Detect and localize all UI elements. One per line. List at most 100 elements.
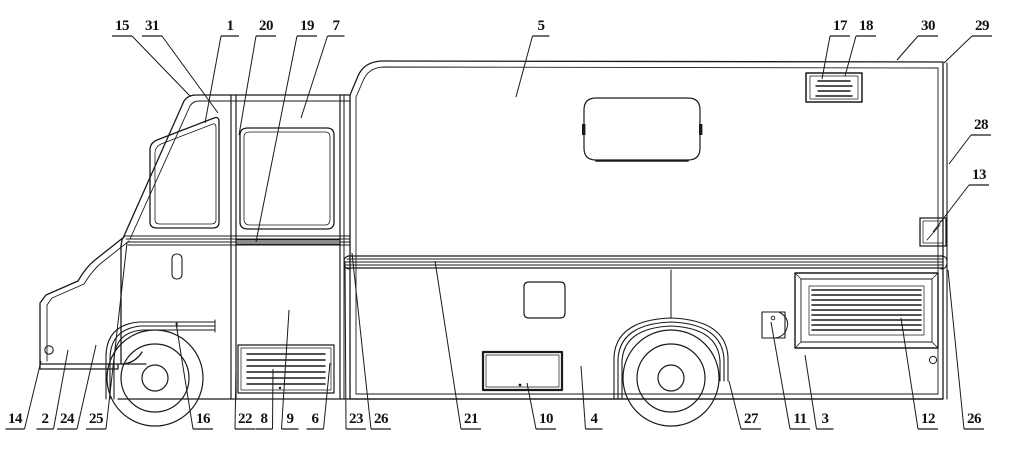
callout-leader-1 <box>204 35 222 124</box>
callout-number-20: 20 <box>259 18 274 34</box>
rub-rail-rear-cap <box>940 255 948 270</box>
callout-leader-26 <box>351 252 372 430</box>
callout-leader-15 <box>131 35 191 97</box>
cab-door-rear-pillar <box>339 94 345 400</box>
callout-number-27: 27 <box>744 411 759 427</box>
cargo-window <box>583 97 701 161</box>
callout-leader-7 <box>300 35 328 119</box>
callout-number-6: 6 <box>311 411 320 427</box>
front-marker-lamp <box>44 345 54 355</box>
upper-vent-frame <box>805 72 863 103</box>
callout-number-29: 29 <box>975 18 990 34</box>
rear-corner-indicator-inner <box>922 220 944 244</box>
callout-leader-17 <box>821 35 831 80</box>
callout-leader-25 <box>105 242 128 430</box>
callout-leader-19 <box>255 35 298 243</box>
callout-number-23: 23 <box>349 411 364 427</box>
callout-leader-22 <box>234 369 237 430</box>
lower-rect-panel-outer <box>481 350 564 392</box>
callout-number-24: 24 <box>60 411 75 427</box>
rear-grille-outer-frame <box>794 272 939 349</box>
callout-number-2: 2 <box>41 411 50 427</box>
driver-window-glass <box>149 116 220 229</box>
callout-number-3: 3 <box>821 411 830 427</box>
callout-leader-21 <box>434 260 462 430</box>
callout-number-7: 7 <box>332 18 341 34</box>
callout-leader-27 <box>728 380 742 430</box>
callout-leader-10 <box>526 382 537 430</box>
callout-leader-4 <box>580 365 586 430</box>
callout-number-4: 4 <box>590 411 599 427</box>
lower-rect-panel-stud <box>518 383 522 387</box>
rear-corner-indicator-outer <box>919 217 947 247</box>
cab-door-window-glass <box>239 127 335 230</box>
callout-leader-12 <box>900 317 919 430</box>
upper-vent-inner <box>809 75 859 100</box>
cab-door-vent-frame <box>237 344 335 394</box>
callout-leader-30 <box>896 35 919 61</box>
rear-corner-indicator-slash <box>926 224 941 241</box>
callout-leader-26b <box>947 269 965 430</box>
callout-leader-11 <box>770 321 791 430</box>
callout-number-17: 17 <box>833 18 848 34</box>
cargo-body-outline <box>349 60 944 400</box>
callout-leader-18 <box>844 35 857 77</box>
callout-leader-28 <box>948 134 972 165</box>
rear-grille-bevel-corner-br <box>931 341 939 349</box>
callout-leader-16 <box>175 322 194 430</box>
callout-number-31: 31 <box>145 18 160 34</box>
callout-leader-29 <box>943 35 973 64</box>
callout-number-21: 21 <box>464 411 479 427</box>
callout-number-14: 14 <box>8 411 23 427</box>
cab-door-beltline <box>235 235 341 245</box>
callout-number-25: 25 <box>89 411 104 427</box>
fuel-filler-cap <box>774 311 789 339</box>
callout-number-18: 18 <box>859 18 874 34</box>
callout-leader-8 <box>272 368 274 430</box>
rear-grille-louvers <box>811 289 922 331</box>
callout-leader-20 <box>238 35 257 136</box>
callout-number-11: 11 <box>793 411 807 427</box>
callout-number-28: 28 <box>974 117 989 133</box>
callout-leader-23 <box>344 260 347 430</box>
callout-number-26b: 26 <box>967 411 982 427</box>
rear-grille-bevel-corner-tr <box>931 272 939 280</box>
cab-door-vent-screw <box>278 386 282 390</box>
callout-leader-3 <box>804 354 817 430</box>
callout-number-15: 15 <box>115 18 130 34</box>
callout-leader-2 <box>53 349 69 430</box>
callout-number-19: 19 <box>300 18 315 34</box>
callout-number-16: 16 <box>196 411 211 427</box>
callout-number-26: 26 <box>374 411 389 427</box>
callout-number-10: 10 <box>539 411 554 427</box>
callout-leader-31 <box>161 35 219 114</box>
callout-number-22: 22 <box>238 411 253 427</box>
rear-grille-lower-bolt <box>928 355 938 365</box>
callout-number-12: 12 <box>921 411 936 427</box>
fuel-filler-door <box>761 311 786 339</box>
cargo-window-tab-right <box>699 124 703 135</box>
cab-door-window-inner <box>243 131 331 226</box>
callout-leaders <box>5 35 992 430</box>
b-pillar <box>230 94 237 400</box>
callout-leader-13 <box>932 184 970 233</box>
callout-number-13: 13 <box>972 167 987 183</box>
rear-grille-louver-field <box>808 285 925 336</box>
callout-number-5: 5 <box>537 18 546 34</box>
cab-side-sill <box>120 329 147 365</box>
callout-number-1: 1 <box>226 18 235 34</box>
cargo-window-tab-left <box>582 124 586 135</box>
fuel-filler-screw <box>770 315 776 321</box>
callout-leader-14 <box>24 360 42 430</box>
rear-wheel <box>622 329 720 427</box>
cab-roof-inner <box>129 100 351 240</box>
rear-grille-bevel-corner-bl <box>794 341 802 349</box>
driver-window-inner <box>154 123 217 225</box>
rear-grille-bevel-corner-tl <box>794 272 802 280</box>
rear-grille-bevel <box>800 278 933 343</box>
callout-leader-6 <box>323 362 331 430</box>
door-handle <box>171 253 183 280</box>
callout-number-30: 30 <box>921 18 936 34</box>
